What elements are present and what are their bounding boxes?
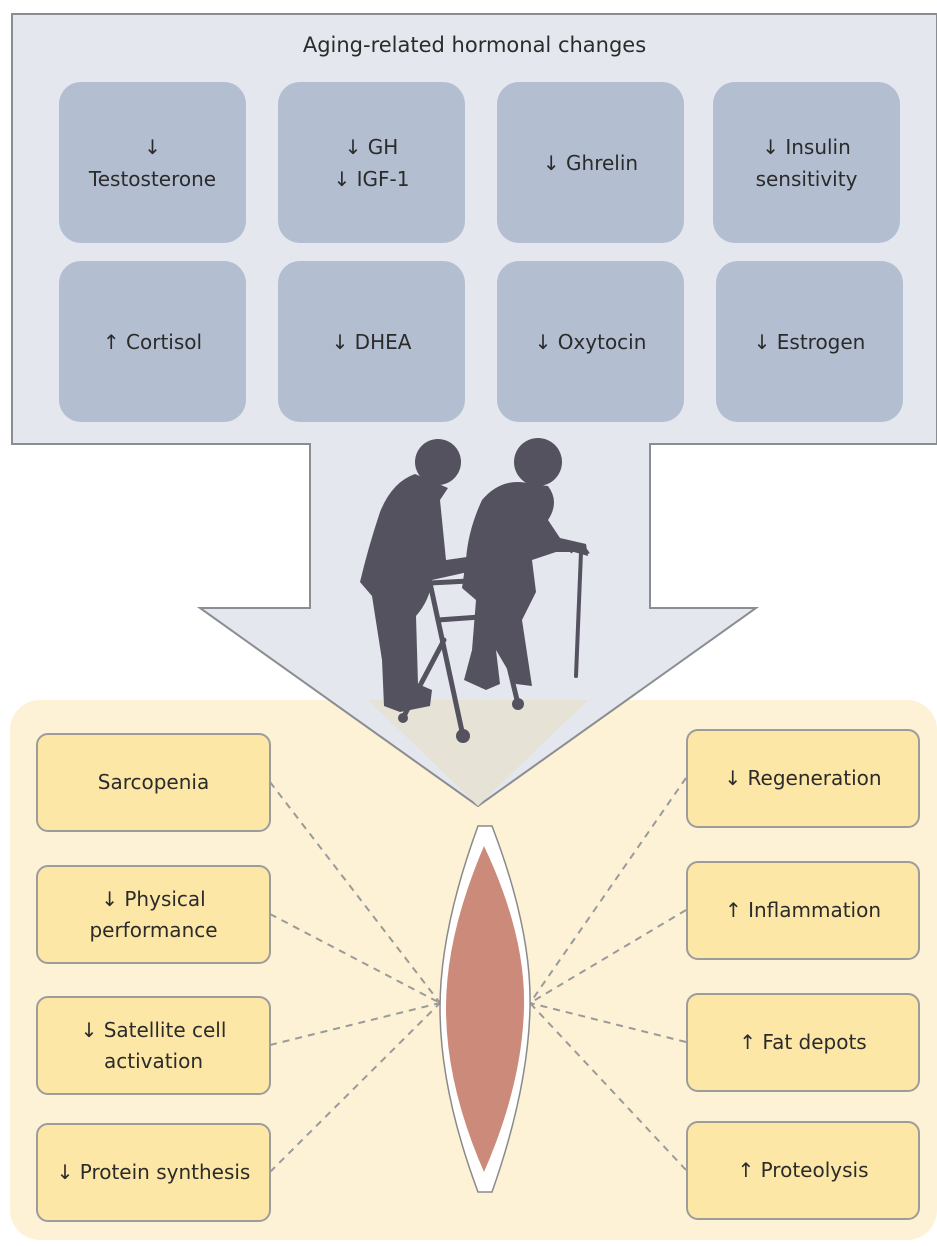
hormone-box-gh-igf1: ↓ GH ↓ IGF-1 <box>278 82 465 243</box>
hormone-box-ghrelin: ↓ Ghrelin <box>497 82 684 243</box>
hormone-box-oxytocin: ↓ Oxytocin <box>497 261 684 422</box>
hormone-box-estrogen: ↓ Estrogen <box>716 261 903 422</box>
arrow-tip-overlap <box>368 700 588 806</box>
effect-box-protein-synthesis: ↓ Protein synthesis <box>36 1123 271 1222</box>
effect-box-physical-performance: ↓ Physical performance <box>36 865 271 964</box>
hormone-box-insulin-sensitivity: ↓ Insulin sensitivity <box>713 82 900 243</box>
effect-box-sarcopenia: Sarcopenia <box>36 733 271 832</box>
muscle-fiber-icon <box>439 825 531 1193</box>
connector-lines <box>269 777 687 1173</box>
effect-box-satellite-cell-activation: ↓ Satellite cell activation <box>36 996 271 1095</box>
hormone-box-cortisol: ↑ Cortisol <box>59 261 246 422</box>
effect-box-inflammation: ↑ Inflammation <box>686 861 920 960</box>
hormone-box-testosterone: ↓ Testosterone <box>59 82 246 243</box>
effect-box-fat-depots: ↑ Fat depots <box>686 993 920 1092</box>
effect-box-proteolysis: ↑ Proteolysis <box>686 1121 920 1220</box>
effect-box-regeneration: ↓ Regeneration <box>686 729 920 828</box>
hormone-box-dhea: ↓ DHEA <box>278 261 465 422</box>
diagram-title: Aging-related hormonal changes <box>302 33 647 57</box>
elderly-couple-silhouette <box>360 438 590 743</box>
